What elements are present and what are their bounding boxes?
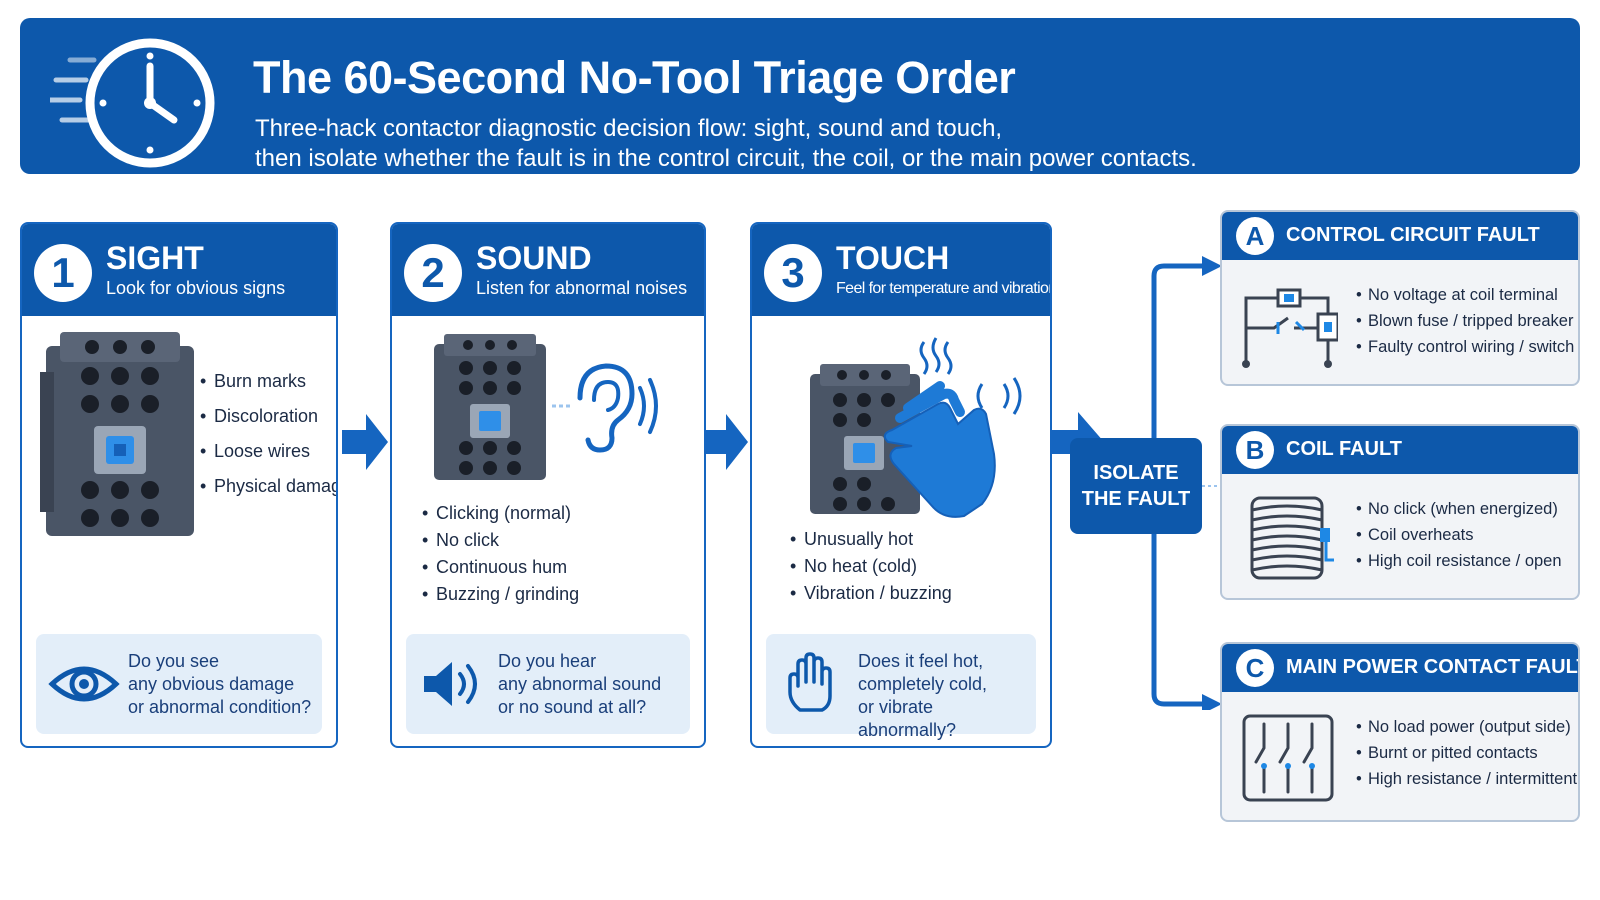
step-subtitle: Listen for abnormal noises [476, 278, 688, 298]
sound-question: Do you hear any abnormal sound or no sou… [406, 634, 690, 734]
page-subtitle: Three-hack contactor diagnostic decision… [255, 114, 1197, 174]
heat-waves-icon [919, 337, 953, 375]
question-line: or abnormal condition? [128, 697, 312, 717]
isolate-line-1: ISOLATE [1093, 462, 1179, 484]
list-item: Faulty control wiring / switch [1356, 334, 1574, 360]
sight-question: Do you see any obvious damage or abnorma… [36, 634, 322, 734]
step-subtitle: Look for obvious signs [106, 278, 286, 298]
step-title: SOUND [476, 240, 592, 276]
fault-letter: A [1236, 217, 1274, 255]
list-item: Physical damage [200, 469, 336, 504]
question-line: Do you see [128, 651, 220, 671]
list-item: Clicking (normal) [422, 500, 579, 527]
header-banner: The 60-Second No-Tool Triage Order Three… [20, 18, 1580, 174]
eye-icon [48, 666, 120, 702]
sound-signs-list: Clicking (normal) No click Continuous hu… [422, 500, 579, 608]
fault-items-list: No click (when energized) Coil overheats… [1356, 496, 1562, 574]
list-item: No click (when energized) [1356, 496, 1562, 522]
list-item: Unusually hot [790, 526, 952, 553]
stopwatch-icon [50, 38, 215, 168]
list-item: Continuous hum [422, 554, 579, 581]
fault-items-list: No load power (output side) Burnt or pit… [1356, 714, 1577, 792]
coil-icon [1250, 496, 1334, 580]
question-line: any abnormal sound [498, 674, 662, 694]
fault-letter: B [1236, 431, 1274, 469]
list-item: High coil resistance / open [1356, 548, 1562, 574]
hand-illustration [883, 381, 996, 518]
circuit-diagram-icon [1242, 288, 1338, 368]
list-item: Burn marks [200, 364, 336, 399]
fault-card-control-circuit: A CONTROL CIRCUIT FAULT No voltage at co… [1220, 210, 1580, 386]
fault-title: CONTROL CIRCUIT FAULT [1286, 224, 1540, 246]
branch-connector [1151, 256, 1222, 710]
subtitle-line-1: Three-hack contactor diagnostic decision… [255, 115, 1003, 142]
step-header: 2 SOUND Listen for abnormal noises [392, 224, 704, 316]
step-number: 1 [34, 244, 92, 302]
fault-items-list: No voltage at coil terminal Blown fuse /… [1356, 282, 1574, 360]
touch-illustration [810, 337, 1022, 518]
list-item: No load power (output side) [1356, 714, 1577, 740]
vibration-waves-icon [976, 377, 1022, 415]
sight-signs-list: Burn marks Discoloration Loose wires Phy… [200, 364, 336, 504]
fault-header: C MAIN POWER CONTACT FAULT [1222, 644, 1578, 692]
fault-letter: C [1236, 649, 1274, 687]
question-line: or no sound at all? [498, 697, 647, 717]
step-header: 3 TOUCH Feel for temperature and vibrati… [752, 224, 1050, 316]
isolate-fault-box: ISOLATE THE FAULT [1070, 438, 1202, 534]
question-line: completely cold, [858, 674, 988, 694]
step-card-touch: 3 TOUCH Feel for temperature and vibrati… [750, 222, 1052, 748]
arrow-right-icon [342, 414, 388, 470]
list-item: Burnt or pitted contacts [1356, 740, 1577, 766]
step-number: 3 [764, 244, 822, 302]
question-line: Do you hear [498, 651, 597, 671]
hand-icon [788, 652, 832, 712]
fault-title: MAIN POWER CONTACT FAULT [1286, 656, 1580, 678]
list-item: No heat (cold) [790, 553, 952, 580]
contactor-illustration [434, 334, 546, 480]
power-contacts-icon [1242, 714, 1334, 802]
step-title: SIGHT [106, 240, 204, 276]
step-card-sound: 2 SOUND Listen for abnormal noises Click… [390, 222, 706, 748]
step-header: 1 SIGHT Look for obvious signs [22, 224, 336, 316]
ear-icon [552, 363, 658, 453]
speaker-icon [424, 662, 477, 706]
list-item: Discoloration [200, 399, 336, 434]
fault-card-main-power-contact: C MAIN POWER CONTACT FAULT No load power… [1220, 642, 1580, 822]
list-item: Vibration / buzzing [790, 580, 952, 607]
fault-card-coil: B COIL FAULT No click (when energized) C… [1220, 424, 1580, 600]
fault-title: COIL FAULT [1286, 438, 1402, 460]
question-line: or vibrate abnormally? [858, 697, 957, 740]
list-item: High resistance / intermittent [1356, 766, 1577, 792]
list-item: No voltage at coil terminal [1356, 282, 1574, 308]
contactor-illustration [40, 332, 194, 536]
fault-header: B COIL FAULT [1222, 426, 1578, 474]
list-item: Blown fuse / tripped breaker [1356, 308, 1574, 334]
step-title: TOUCH [836, 240, 950, 276]
list-item: No click [422, 527, 579, 554]
question-line: any obvious damage [128, 674, 295, 694]
arrow-right-icon [706, 414, 748, 470]
list-item: Loose wires [200, 434, 336, 469]
step-number: 2 [404, 244, 462, 302]
page-title: The 60-Second No-Tool Triage Order [253, 52, 1016, 103]
touch-question: Does it feel hot, completely cold, or vi… [766, 634, 1036, 740]
fault-header: A CONTROL CIRCUIT FAULT [1222, 212, 1578, 260]
isolate-line-2: THE FAULT [1081, 488, 1191, 510]
question-line: Does it feel hot, [858, 651, 984, 671]
step-card-sight: 1 SIGHT Look for obvious signs Burn mark… [20, 222, 338, 748]
list-item: Buzzing / grinding [422, 581, 579, 608]
touch-signs-list: Unusually hot No heat (cold) Vibration /… [790, 526, 952, 607]
list-item: Coil overheats [1356, 522, 1562, 548]
subtitle-line-2: then isolate whether the fault is in the… [255, 145, 1197, 172]
step-subtitle: Feel for temperature and vibration [836, 280, 1052, 297]
